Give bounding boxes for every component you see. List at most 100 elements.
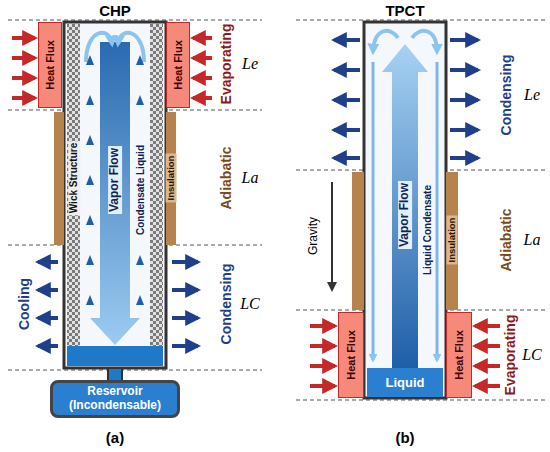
node-text: Liquid	[386, 375, 425, 390]
heat-flux-box: Heat Flux	[166, 22, 190, 108]
region-label: Adiabatic	[218, 146, 234, 209]
heat-arrow	[12, 76, 35, 80]
heat-arrow	[12, 96, 35, 100]
node-text: Heat Flux	[453, 330, 466, 380]
cooling-arrow	[450, 98, 478, 102]
region-label: Condensing	[218, 264, 234, 345]
flow-label: Liquid Condensate	[422, 185, 434, 275]
node-text: Heat Flux	[172, 40, 185, 90]
heat-arrow	[12, 36, 35, 40]
condensate-arrow	[136, 55, 144, 65]
heat-flux-box: Heat Flux	[338, 312, 364, 398]
length-label: Le	[524, 86, 540, 104]
cooling-arrow	[38, 288, 58, 292]
cooling-arrow	[450, 156, 478, 160]
pipe-wall	[64, 22, 166, 368]
heat-arrow	[310, 384, 335, 388]
vapor-turn-arrow	[373, 31, 398, 52]
cooling-arrow	[334, 68, 360, 72]
heat-arrow	[193, 56, 212, 60]
condensate-arrow	[136, 295, 144, 305]
condensate-arrow	[86, 175, 94, 185]
condensate-arrow	[86, 295, 94, 305]
length-label: La	[242, 169, 259, 187]
condensate-stream	[436, 62, 439, 360]
heat-arrow	[193, 96, 212, 100]
heat-arrow	[12, 56, 35, 60]
cooling-arrow	[334, 156, 360, 160]
cooling-arrow	[38, 260, 58, 264]
insulation	[352, 172, 364, 310]
cooling-arrow	[450, 38, 478, 42]
length-label: LC	[522, 346, 542, 364]
panel-label: (a)	[106, 429, 124, 446]
heat-arrow	[475, 384, 500, 388]
vapor-arrow	[382, 44, 428, 368]
heat-arrow	[310, 344, 335, 348]
node-text: Heat Flux	[44, 40, 57, 90]
heat-arrow	[193, 76, 212, 80]
vapor-turn-arrow	[412, 31, 437, 52]
condensate-arrow	[86, 255, 94, 265]
heat-arrow	[475, 344, 500, 348]
pipe-wall	[364, 22, 446, 398]
cooling-arrow	[334, 128, 360, 132]
insulation	[446, 172, 458, 310]
flow-label: Vapor Flow	[398, 181, 412, 249]
region-label: Evaporating	[502, 315, 518, 396]
liquid-pool	[67, 346, 163, 366]
part-label: Wick Structure	[68, 141, 80, 215]
node-text: Reservoir (Incondensable)	[60, 385, 170, 413]
flow-label: Vapor Flow	[108, 146, 122, 214]
heat-flux-box: Heat Flux	[446, 312, 472, 398]
panel-title: TPCT	[385, 2, 424, 19]
condensate-stream	[372, 62, 375, 360]
heat-arrow	[310, 324, 335, 328]
condensate-arrow	[136, 255, 144, 265]
part-label: Insulation	[166, 154, 177, 203]
region-label: Evaporating	[218, 24, 234, 105]
heat-arrow	[310, 364, 335, 368]
cooling-arrow	[172, 316, 198, 320]
heat-arrow	[193, 36, 212, 40]
insulation	[54, 112, 64, 245]
region-label: Condensing	[498, 55, 514, 136]
flow-label: Condensate Liquid	[135, 145, 147, 235]
section-lines	[8, 20, 546, 400]
length-label: La	[524, 231, 541, 249]
cooling-arrow	[334, 98, 360, 102]
wick-structure	[150, 24, 163, 346]
cooling-arrow	[334, 38, 360, 42]
condensate-arrow	[136, 95, 144, 105]
cooling-arrow	[38, 316, 58, 320]
heat-arrow	[475, 324, 500, 328]
panel-title: CHP	[99, 2, 131, 19]
length-label: LC	[240, 295, 260, 313]
wick-structure	[67, 24, 80, 346]
part-label: Insulation	[447, 216, 458, 265]
cooling-arrow	[450, 128, 478, 132]
node-text: Heat Flux	[345, 330, 358, 380]
liquid-pool-box: Liquid	[367, 368, 443, 397]
gravity-label: Gravity	[307, 217, 321, 255]
region-label: Cooling	[16, 278, 32, 330]
vapor-arrow	[90, 42, 140, 345]
region-label: Adiabatic	[498, 208, 514, 271]
condensate-arrow	[86, 135, 94, 145]
cooling-arrow	[172, 344, 198, 348]
heat-flux-box: Heat Flux	[38, 22, 62, 108]
condensate-arrow	[86, 215, 94, 225]
insulation	[166, 112, 176, 245]
condensate-arrow	[86, 55, 94, 65]
panel-label: (b)	[395, 429, 414, 446]
gravity-arrow	[331, 182, 333, 290]
condensate-arrow	[86, 95, 94, 105]
length-label: Le	[242, 55, 258, 73]
cooling-arrow	[38, 344, 58, 348]
cooling-arrow	[172, 288, 198, 292]
reservoir-box: Reservoir (Incondensable)	[50, 380, 180, 418]
cooling-arrow	[172, 260, 198, 264]
cooling-arrow	[450, 68, 478, 72]
heat-arrow	[475, 364, 500, 368]
